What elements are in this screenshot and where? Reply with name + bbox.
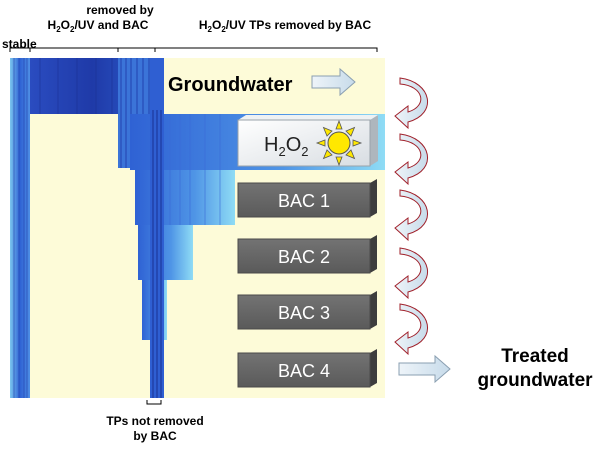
bac2-stage: BAC 2 — [237, 235, 377, 274]
sun-icon — [315, 119, 363, 167]
not-removed-lines — [152, 110, 162, 398]
label-removed-line2: H2O2/UV and BAC — [48, 18, 149, 34]
bac3-stage: BAC 3 — [237, 291, 377, 330]
curved-arrow-icon — [394, 77, 428, 130]
row-bac2 — [138, 225, 193, 280]
curved-arrow-icon — [394, 133, 428, 186]
cascade-lines — [169, 114, 221, 225]
label-stable: stable — [2, 37, 37, 51]
svg-text:BAC 1: BAC 1 — [278, 191, 330, 211]
output-arrow-icon — [398, 354, 451, 384]
bac4-stage: BAC 4 — [237, 349, 377, 388]
output-label-line1: Treated — [501, 346, 569, 367]
curved-arrow-icon — [394, 247, 428, 300]
label-not-removed-line1: TPs not removed — [106, 414, 203, 428]
stable-column-stripes — [13, 58, 28, 398]
svg-text:BAC 2: BAC 2 — [278, 247, 330, 267]
label-tps-removed: H2O2/UV TPs removed by BAC — [199, 18, 372, 34]
curved-arrows — [394, 77, 428, 356]
svg-text:BAC 4: BAC 4 — [278, 361, 330, 381]
svg-text:BAC 3: BAC 3 — [278, 303, 330, 323]
curved-arrow-icon — [394, 303, 428, 356]
stable-column — [10, 58, 30, 398]
output-label-line2: groundwater — [477, 370, 593, 391]
h2o2-stage: H2O2 — [237, 115, 378, 167]
top-brackets — [9, 47, 378, 405]
svg-text:H2O2: H2O2 — [264, 134, 308, 159]
stage-groundwater: Groundwater — [168, 74, 293, 96]
bac1-stage: BAC 1 — [237, 179, 377, 218]
right-arrow-icon — [311, 67, 356, 97]
curved-arrow-icon — [394, 189, 428, 242]
label-not-removed-line2: by BAC — [133, 429, 177, 443]
label-removed-line1: removed by — [86, 3, 154, 17]
